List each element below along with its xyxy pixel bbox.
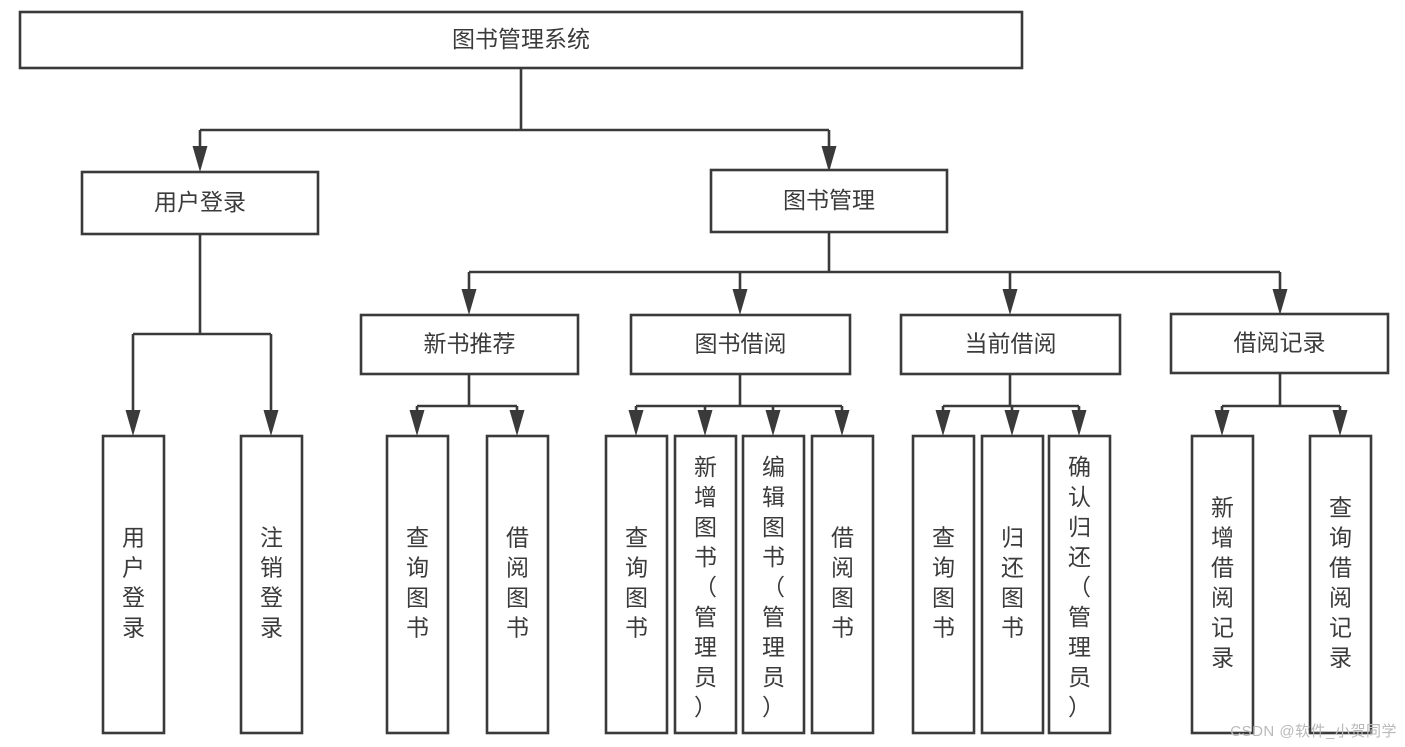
node-label: 图书管理 [783, 187, 875, 213]
arrow-head-icon [821, 146, 837, 172]
node-box[interactable] [1169, 312, 1390, 375]
node-box[interactable] [239, 434, 304, 735]
arrow-head-icon [509, 410, 525, 436]
node-leaf-add-book-admin[interactable]: 新增图书（管理员） [673, 434, 738, 735]
arrow-head-icon [765, 410, 781, 436]
node-label: 查询图书 [406, 525, 429, 641]
node-book-borrow[interactable]: 图书借阅 [629, 313, 852, 376]
arrow-head-icon [1071, 410, 1087, 436]
connector-edge-newbook-bus [409, 374, 525, 436]
arrow-head-icon [263, 410, 279, 436]
node-box[interactable] [18, 10, 1024, 70]
connector-edge-currentborrow-bus [935, 374, 1087, 436]
node-box[interactable] [810, 434, 875, 735]
node-user-login[interactable]: 用户登录 [80, 170, 320, 236]
arrow-head-icon [697, 410, 713, 436]
node-label: 用户登录 [122, 525, 145, 641]
node-label: 借阅图书 [506, 525, 529, 641]
node-box[interactable] [673, 434, 738, 735]
node-label: 查询借阅记录 [1329, 495, 1352, 671]
node-box[interactable] [101, 434, 166, 735]
arrow-head-icon [1214, 410, 1230, 436]
node-box[interactable] [1308, 434, 1373, 735]
node-leaf-query-book-1[interactable]: 查询图书 [385, 434, 450, 735]
arrow-head-icon [935, 410, 951, 436]
node-leaf-logout-login[interactable]: 注销登录 [239, 434, 304, 735]
node-label: 新增借阅记录 [1211, 495, 1234, 671]
arrow-head-icon [461, 289, 477, 315]
node-box[interactable] [385, 434, 450, 735]
node-label: 查询图书 [625, 525, 648, 641]
connector-edge-root-bus [192, 68, 837, 172]
node-label: 确认归还（管理员） [1068, 454, 1091, 720]
arrow-head-icon [1272, 289, 1288, 315]
node-root-图书管理系统[interactable]: 图书管理系统 [18, 10, 1024, 70]
arrow-head-icon [192, 146, 208, 172]
arrow-head-icon [1004, 410, 1020, 436]
node-label: 归还图书 [1001, 525, 1024, 641]
nodes-layer: 图书管理系统用户登录图书管理新书推荐图书借阅当前借阅借阅记录用户登录注销登录查询… [18, 10, 1390, 735]
node-label: 新书推荐 [424, 331, 516, 357]
arrow-head-icon [409, 410, 425, 436]
node-label: 查询图书 [932, 525, 955, 641]
arrow-head-icon [1002, 289, 1018, 315]
node-label: 新增图书（管理员） [694, 454, 717, 720]
node-label: 图书管理系统 [452, 26, 590, 52]
node-book-manage[interactable]: 图书管理 [709, 168, 949, 234]
arrow-head-icon [628, 410, 644, 436]
node-box[interactable] [1047, 434, 1112, 735]
node-box[interactable] [604, 434, 669, 735]
csdn-watermark: CSDN @软件_小贺同学 [1230, 723, 1397, 740]
node-box[interactable] [359, 313, 580, 376]
arrow-head-icon [125, 410, 141, 436]
arrow-head-icon [834, 410, 850, 436]
node-box[interactable] [741, 434, 806, 735]
node-leaf-confirm-return-admin[interactable]: 确认归还（管理员） [1047, 434, 1112, 735]
node-leaf-borrow-book-2[interactable]: 借阅图书 [810, 434, 875, 735]
node-box[interactable] [629, 313, 852, 376]
node-label: 用户登录 [154, 189, 246, 215]
node-label: 当前借阅 [965, 331, 1057, 357]
connector-edge-userlogin-bus [125, 234, 279, 436]
node-box[interactable] [899, 313, 1122, 376]
node-box[interactable] [80, 170, 320, 236]
arrow-head-icon [1332, 410, 1348, 436]
node-leaf-query-book-2[interactable]: 查询图书 [604, 434, 669, 735]
node-box[interactable] [911, 434, 976, 735]
node-leaf-query-book-3[interactable]: 查询图书 [911, 434, 976, 735]
node-leaf-return-book[interactable]: 归还图书 [980, 434, 1045, 735]
connector-edge-borrowrecord-bus [1214, 373, 1348, 436]
node-current-borrow[interactable]: 当前借阅 [899, 313, 1122, 376]
node-leaf-user-login[interactable]: 用户登录 [101, 434, 166, 735]
node-label: 借阅记录 [1234, 330, 1326, 356]
node-label: 图书借阅 [695, 331, 787, 357]
node-box[interactable] [1190, 434, 1255, 735]
node-leaf-query-borrow-record[interactable]: 查询借阅记录 [1308, 434, 1373, 735]
node-label: 借阅图书 [831, 525, 854, 641]
node-box[interactable] [709, 168, 949, 234]
node-box[interactable] [980, 434, 1045, 735]
connector-edge-bookborrow-bus [628, 374, 850, 436]
node-box[interactable] [485, 434, 550, 735]
node-leaf-edit-book-admin[interactable]: 编辑图书（管理员） [741, 434, 806, 735]
arrow-head-icon [732, 289, 748, 315]
node-new-book-recommend[interactable]: 新书推荐 [359, 313, 580, 376]
connectors-layer [125, 68, 1348, 436]
node-leaf-add-borrow-record[interactable]: 新增借阅记录 [1190, 434, 1255, 735]
node-borrow-record[interactable]: 借阅记录 [1169, 312, 1390, 375]
node-label: 编辑图书（管理员） [762, 454, 785, 720]
node-leaf-borrow-book-1[interactable]: 借阅图书 [485, 434, 550, 735]
connector-edge-bookmanage-bus [461, 232, 1288, 315]
node-label: 注销登录 [260, 525, 283, 641]
